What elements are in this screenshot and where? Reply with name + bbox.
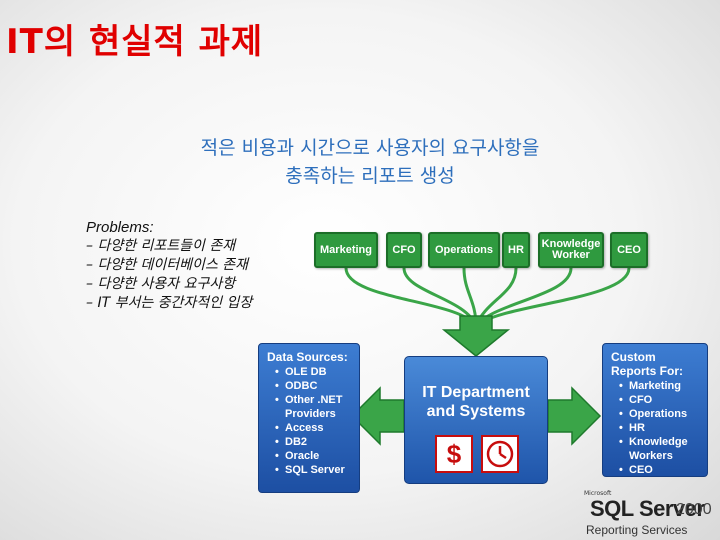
- department-ceo: CEO: [610, 232, 648, 268]
- report-item: Marketing: [619, 379, 699, 393]
- report-item: Knowledge Workers: [619, 435, 699, 463]
- problem-item: – 다양한 데이터베이스 존재: [86, 257, 249, 273]
- department-operations: Operations: [428, 232, 500, 268]
- custom-reports-panel: Custom Reports For: Marketing CFO Operat…: [602, 343, 708, 477]
- department-marketing: Marketing: [314, 232, 378, 268]
- it-department-box: IT Department and Systems $: [404, 356, 548, 484]
- subtitle-line-1: 적은 비용과 시간으로 사용자의 요구사항을: [200, 137, 540, 159]
- custom-reports-title: Custom Reports For:: [611, 350, 683, 378]
- dollar-symbol: $: [446, 439, 462, 469]
- it-box-line-1: IT Department: [422, 384, 530, 401]
- department-cfo: CFO: [386, 232, 422, 268]
- department-knowledge-worker: Knowledge Worker: [538, 232, 604, 268]
- data-source-item: OLE DB: [275, 365, 351, 379]
- problems-list: Problems: – 다양한 리포트들이 존재 – 다양한 데이터베이스 존재…: [86, 218, 252, 313]
- clock-icon: [481, 435, 519, 473]
- slide-title: IT의 현실적 과제: [6, 22, 264, 62]
- report-item: Operations: [619, 407, 699, 421]
- problem-item: – IT 부서는 중간자적인 입장: [86, 295, 253, 311]
- data-sources-panel: Data Sources: OLE DB ODBC Other .NET Pro…: [258, 343, 360, 493]
- logo-reporting-services: Reporting Services: [586, 523, 688, 537]
- it-box-line-2: and Systems: [426, 403, 526, 420]
- logo-version: 2000: [676, 501, 712, 518]
- data-sources-title: Data Sources:: [267, 350, 348, 364]
- problem-item: – 다양한 사용자 요구사항: [86, 276, 236, 292]
- report-item: CFO: [619, 393, 699, 407]
- data-source-item: Access: [275, 421, 351, 435]
- right-arrow: [547, 386, 602, 446]
- data-source-item: Oracle: [275, 449, 351, 463]
- subtitle-line-2: 충족하는 리포트 생성: [285, 165, 455, 187]
- clock-glyph: [486, 440, 514, 468]
- report-item: HR: [619, 421, 699, 435]
- problem-item: – 다양한 리포트들이 존재: [86, 238, 236, 254]
- slide-subtitle: 적은 비용과 시간으로 사용자의 요구사항을 충족하는 리포트 생성: [90, 134, 650, 190]
- logo-microsoft: Microsoft: [584, 490, 612, 497]
- dollar-icon: $: [435, 435, 473, 473]
- data-source-item: DB2: [275, 435, 351, 449]
- logo-sql-server: SQL Server: [590, 496, 705, 521]
- data-source-item: Other .NET Providers: [275, 393, 351, 421]
- report-item: CEO: [619, 463, 699, 477]
- department-connector-lines: [344, 267, 631, 328]
- problems-title: Problems:: [86, 219, 154, 236]
- data-source-item: SQL Server: [275, 463, 351, 477]
- department-hr: HR: [502, 232, 530, 268]
- down-arrow: [441, 315, 511, 357]
- data-source-item: ODBC: [275, 379, 351, 393]
